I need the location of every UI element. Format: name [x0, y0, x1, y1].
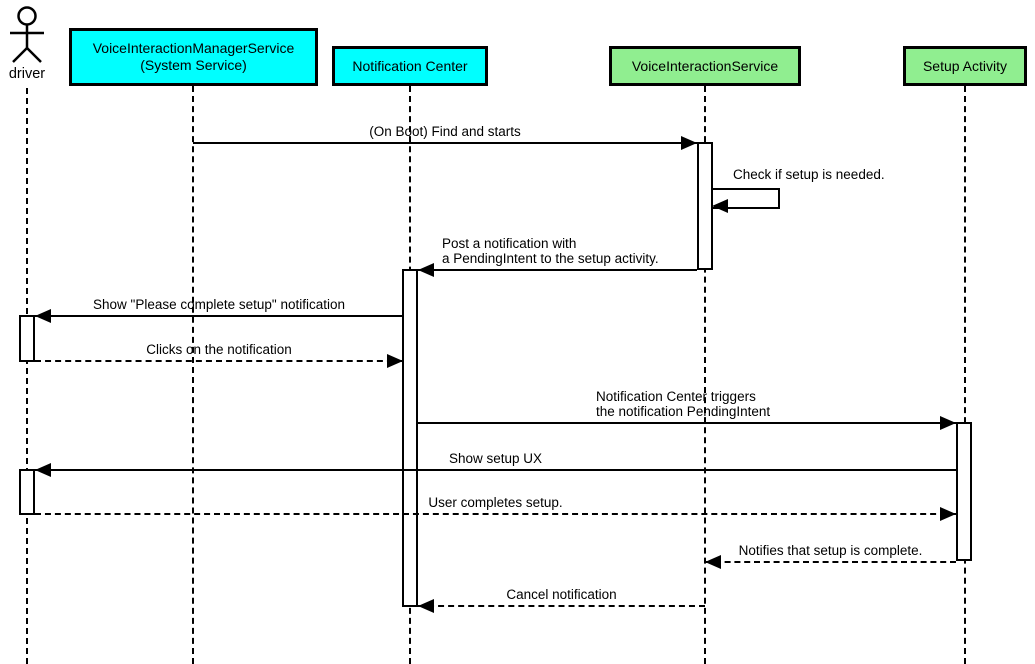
- arrow-right-icon: [940, 416, 956, 430]
- message-cancel-notification: Cancel notification: [418, 587, 705, 613]
- arrow-left-icon: [705, 555, 721, 569]
- message-label: Notification Center triggers the notific…: [596, 389, 771, 419]
- activation-notification-center: [402, 269, 418, 607]
- arrow-left-icon: [35, 309, 51, 323]
- actor-label: driver: [8, 66, 46, 82]
- message-line: [418, 605, 705, 607]
- participant-notification-center: Notification Center: [332, 46, 488, 86]
- message-clicks-on-the-notification: Clicks on the notification: [35, 342, 403, 368]
- lifeline-setup-activity: [964, 86, 966, 664]
- message-show-please-complete-setup-notification: Show "Please complete setup" notificatio…: [35, 297, 403, 323]
- message-label: Check if setup is needed.: [733, 167, 885, 182]
- participant-setup-activity: Setup Activity: [903, 46, 1027, 86]
- message-notification-center-triggers-pendingintent: Notification Center triggers the notific…: [418, 389, 956, 430]
- lifeline-driver: [26, 88, 28, 664]
- message-show-setup-ux: Show setup UX: [35, 451, 956, 477]
- message-label: Cancel notification: [506, 587, 617, 602]
- activation-driver-1: [19, 315, 35, 362]
- arrow-right-icon: [940, 507, 956, 521]
- message-label: Show setup UX: [448, 451, 543, 466]
- message-line: [418, 269, 697, 271]
- message-line: [35, 360, 403, 362]
- message-line: [418, 422, 956, 424]
- lifeline-voice-interaction-service: [704, 86, 706, 664]
- arrow-left-icon: [712, 199, 728, 213]
- message-label: Post a notification with a PendingIntent…: [442, 236, 659, 266]
- arrow-right-icon: [681, 136, 697, 150]
- message-line: [705, 561, 956, 563]
- actor-driver-icon: [10, 6, 44, 63]
- arrow-right-icon: [387, 354, 403, 368]
- activation-driver-2: [19, 469, 35, 515]
- message-label: Show "Please complete setup" notificatio…: [93, 297, 345, 312]
- message-check-if-setup-is-needed: [712, 188, 780, 213]
- lifeline-voice-interaction-manager-service: [192, 86, 194, 664]
- message-label: (On Boot) Find and starts: [369, 124, 521, 139]
- message-on-boot-find-and-starts: (On Boot) Find and starts: [193, 124, 697, 150]
- arrow-left-icon: [418, 263, 434, 277]
- arrow-left-icon: [35, 463, 51, 477]
- message-line: [35, 513, 956, 515]
- participant-voice-interaction-manager-service: VoiceInteractionManagerService (System S…: [69, 28, 318, 86]
- message-label: Clicks on the notification: [146, 342, 292, 357]
- activation-setup-activity: [956, 422, 972, 561]
- message-line: [35, 315, 403, 317]
- message-post-a-notification: Post a notification with a PendingIntent…: [418, 236, 697, 277]
- message-label: Notifies that setup is complete.: [738, 543, 923, 558]
- message-line: [35, 469, 956, 471]
- arrow-left-icon: [418, 599, 434, 613]
- message-notifies-setup-complete: Notifies that setup is complete.: [705, 543, 956, 569]
- participant-voice-interaction-service: VoiceInteractionService: [609, 46, 801, 86]
- activation-voice-interaction-service: [697, 142, 713, 270]
- message-user-completes-setup: User completes setup.: [35, 495, 956, 521]
- message-label: User completes setup.: [428, 495, 563, 510]
- message-line: [193, 142, 697, 144]
